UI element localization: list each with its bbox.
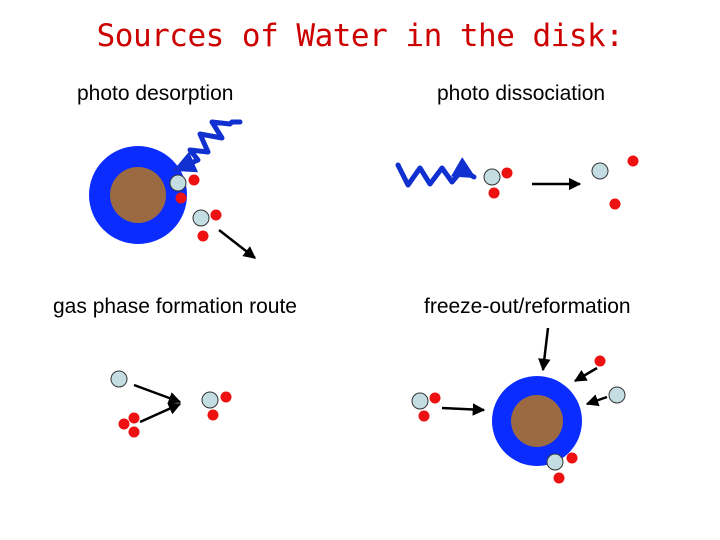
photon-wave-icon [175, 122, 240, 170]
water-molecule-icon [193, 210, 222, 242]
panel-gas-phase-formation [111, 371, 232, 438]
oh-fragment-icon [592, 156, 639, 210]
panel-photo-desorption [89, 122, 255, 258]
hydrogen-pair-icon [119, 413, 140, 438]
arrow-icon [442, 408, 484, 410]
panel-freeze-out [412, 328, 625, 484]
arrow-icon [575, 368, 597, 381]
hydrogen-atom-icon [595, 356, 606, 367]
panel-photo-dissociation [398, 156, 639, 210]
oh-molecule-icon [412, 393, 441, 422]
oxygen-atom-icon [609, 387, 625, 403]
oxygen-atom-icon [111, 371, 127, 387]
arrow-icon [543, 328, 548, 370]
dust-grain-icon [89, 146, 187, 244]
arrow-icon [587, 397, 607, 404]
water-molecule-icon [484, 168, 513, 199]
arrow-icon [134, 385, 180, 402]
dust-grain-icon [492, 376, 582, 466]
arrow-icon [140, 404, 180, 422]
photon-wave-icon [398, 165, 474, 185]
arrow-icon [219, 230, 255, 258]
water-molecule-icon [202, 392, 232, 421]
